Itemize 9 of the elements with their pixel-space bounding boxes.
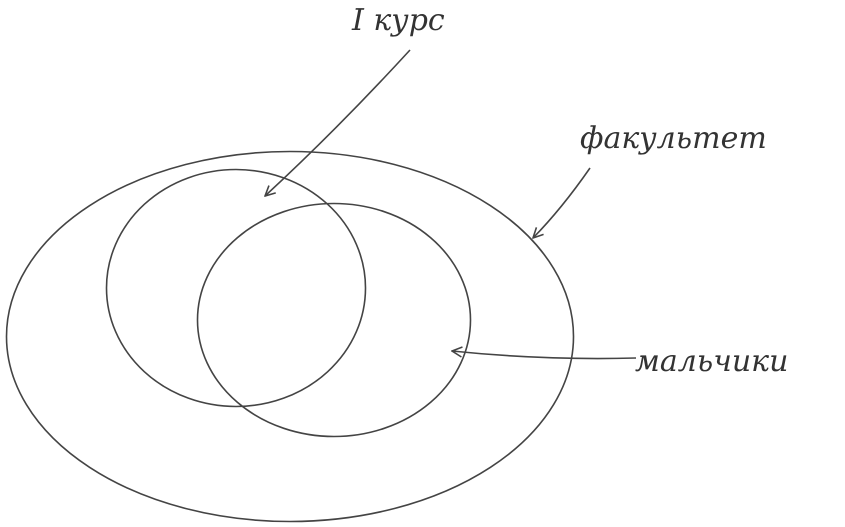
- set-ellipse: [105, 168, 367, 408]
- set-label: мальчики: [635, 345, 788, 378]
- leader-arrow: [264, 49, 411, 197]
- leader-arrow: [532, 168, 591, 239]
- set-label: факультет: [580, 122, 767, 155]
- set-ellipse: [5, 150, 575, 523]
- set-ellipse: [196, 202, 472, 438]
- set-label: I курс: [352, 4, 445, 37]
- leader-arrow: [451, 346, 636, 360]
